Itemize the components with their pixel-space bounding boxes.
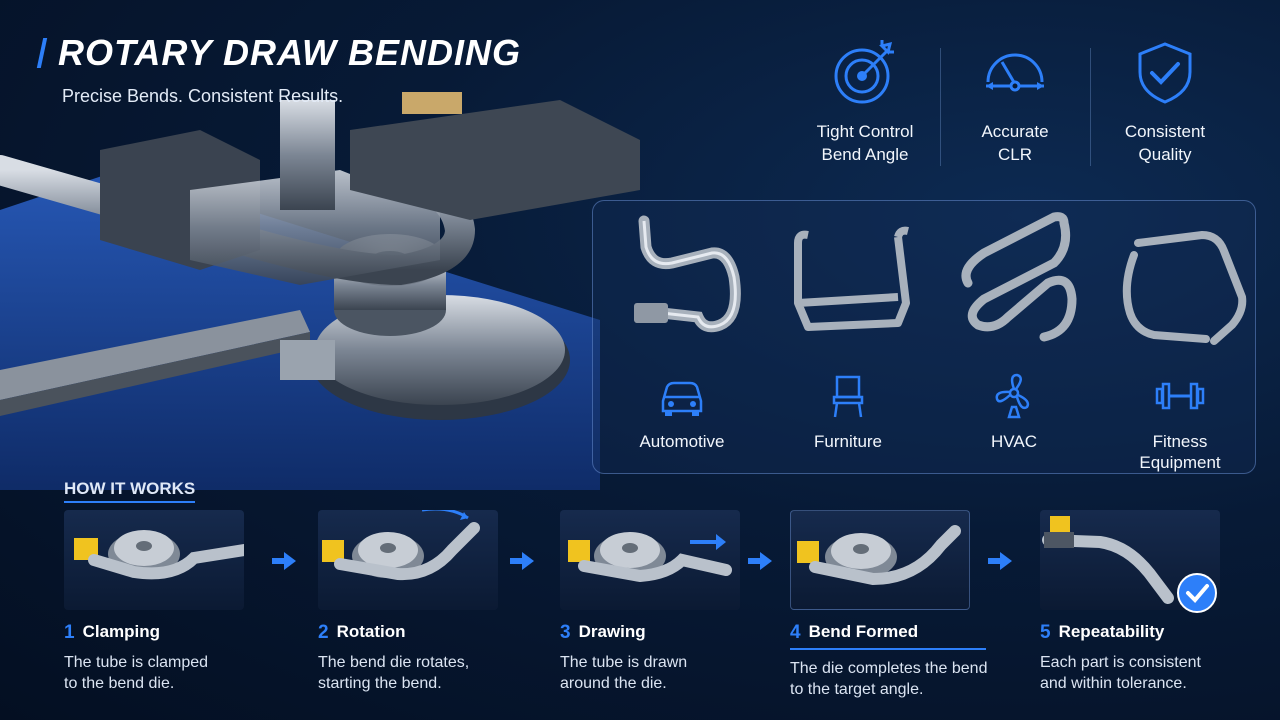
step-number: 1 <box>64 622 75 643</box>
arrow-right-icon <box>988 552 1012 570</box>
car-icon <box>661 381 703 416</box>
step-description: The tube is clamped to the bend die. <box>64 654 209 692</box>
step-description: The tube is drawn around the die. <box>560 654 688 692</box>
chair-icon <box>832 375 864 418</box>
feature-tight-control: Tight Control Bend Angle <box>790 40 940 170</box>
bent-tube-image <box>794 226 910 331</box>
step-title: Drawing <box>578 622 646 641</box>
header: ROTARY DRAW BENDING Precise Bends. Consi… <box>36 32 522 107</box>
step-bend-formed: 4 Bend Formed The die completes the bend… <box>790 510 990 700</box>
title-accent-bar <box>36 38 48 68</box>
step-description: The die completes the bend to the target… <box>790 660 988 698</box>
step-heading: 1 Clamping <box>64 622 264 644</box>
feature-list: Tight Control Bend Angle Accurate CLR Co… <box>790 40 1240 170</box>
feature-label: Consistent Quality <box>1124 122 1206 164</box>
bent-tube-image <box>961 212 1077 342</box>
repeatability-illustration <box>1042 516 1174 604</box>
page-title-text: ROTARY DRAW BENDING <box>58 32 522 73</box>
bending-machine-illustration <box>0 92 640 490</box>
radius-gauge-icon <box>986 53 1044 92</box>
application-label: Furniture <box>813 432 883 451</box>
arrow-right-icon <box>748 552 772 570</box>
bent-tube-image <box>634 215 741 333</box>
feature-label: Accurate CLR <box>981 122 1049 164</box>
step-rotation: 2 Rotation The bend die rotates, startin… <box>318 507 518 694</box>
step-description: The bend die rotates, starting the bend. <box>318 654 470 692</box>
application-automotive: Automotive <box>599 201 765 475</box>
step-clamping: 1 Clamping The tube is clamped to the be… <box>64 510 264 694</box>
step-image <box>64 510 250 610</box>
feature-label: Tight Control Bend Angle <box>816 122 914 164</box>
step-number: 2 <box>318 622 329 643</box>
step-description: Each part is consistent and within toler… <box>1040 654 1201 692</box>
application-furniture: Furniture <box>765 201 931 475</box>
application-label: Automotive <box>639 432 725 451</box>
feature-consistent-quality: Consistent Quality <box>1090 40 1240 170</box>
step-heading: 4 Bend Formed <box>790 622 986 650</box>
step-image <box>560 510 740 610</box>
clamping-illustration <box>74 530 250 580</box>
feature-accurate-clr: Accurate CLR <box>940 40 1090 170</box>
step-heading: 2 Rotation <box>318 622 518 644</box>
step-image <box>1040 510 1220 613</box>
page-subtitle: Precise Bends. Consistent Results. <box>62 86 344 106</box>
step-number: 5 <box>1040 622 1051 643</box>
rotation-illustration <box>322 507 480 581</box>
step-heading: 5 Repeatability <box>1040 622 1240 644</box>
step-drawing: 3 Drawing The tube is drawn around the d… <box>560 510 760 694</box>
applications-panel: Automotive Furniture HVAC <box>592 200 1256 474</box>
step-image <box>790 510 970 610</box>
step-title: Clamping <box>82 622 161 641</box>
step-repeatability: 5 Repeatability Each part is consistent … <box>1040 510 1240 694</box>
arrow-right-icon <box>510 552 534 570</box>
application-label: Fitness Equipment <box>1139 432 1221 472</box>
shield-check-icon <box>1138 42 1192 104</box>
page-title: ROTARY DRAW BENDING <box>36 32 522 74</box>
fan-icon <box>995 373 1030 419</box>
drawing-illustration <box>568 532 732 583</box>
application-fitness: Fitness Equipment <box>1097 201 1263 475</box>
application-hvac: HVAC <box>931 201 1097 475</box>
step-image <box>318 507 498 610</box>
step-title: Bend Formed <box>808 622 919 641</box>
step-title: Rotation <box>336 622 406 641</box>
bend-formed-illustration <box>797 525 961 586</box>
arrow-right-icon <box>272 552 296 570</box>
step-number: 3 <box>560 622 571 643</box>
dumbbell-icon <box>1155 382 1205 410</box>
bent-tube-image <box>1122 230 1247 345</box>
check-circle-icon <box>1177 573 1217 613</box>
how-it-works-heading: HOW IT WORKS <box>64 479 196 503</box>
step-heading: 3 Drawing <box>560 622 760 644</box>
target-icon <box>834 40 894 104</box>
application-label: HVAC <box>991 432 1037 451</box>
step-number: 4 <box>790 622 801 643</box>
step-title: Repeatability <box>1058 622 1165 641</box>
